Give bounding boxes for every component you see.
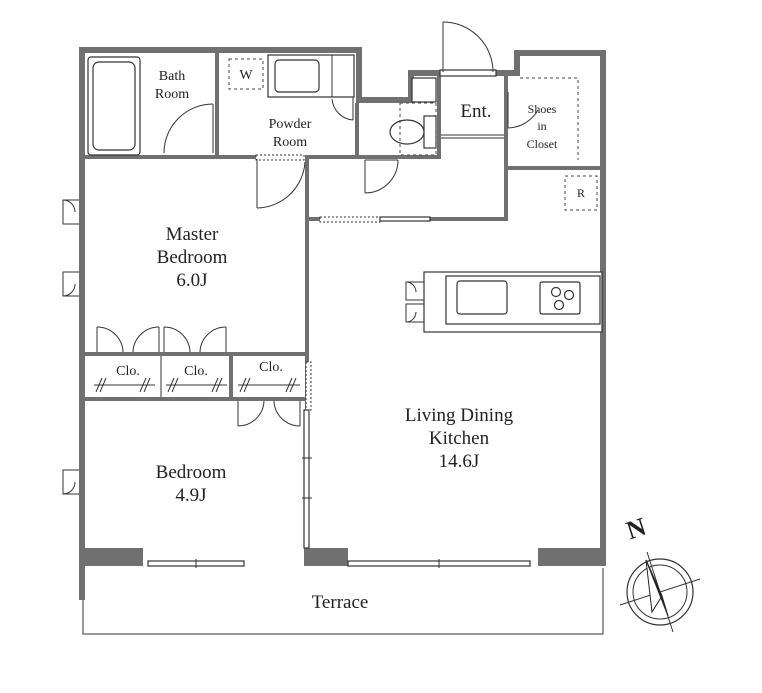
entrance-step <box>441 134 504 139</box>
powder-room-label-2: Room <box>273 135 307 150</box>
powder-door <box>331 97 354 121</box>
closet-label-2: Clo. <box>184 364 208 379</box>
terrace-windows <box>147 559 531 568</box>
bath-door <box>163 103 214 154</box>
terrace <box>82 568 604 635</box>
compass-rose-icon <box>619 551 701 633</box>
shoes-label: Shoes <box>528 102 557 116</box>
bedroom-sliding-doors <box>302 361 312 549</box>
closet-label-3: Clo. <box>259 360 283 375</box>
shoes-label-2: in <box>537 119 546 133</box>
bath-room-label-2: Room <box>155 87 189 102</box>
master-bedroom-size: 6.0J <box>176 270 207 291</box>
ldk-label-2: Kitchen <box>429 428 490 449</box>
terrace-label: Terrace <box>312 592 369 613</box>
washer-label: W <box>239 68 253 83</box>
closet-label-1: Clo. <box>116 364 140 379</box>
master-bedroom-door <box>256 159 306 209</box>
toilet <box>389 77 437 156</box>
bedroom-closet-doors <box>237 400 301 427</box>
shoes-label-3: Closet <box>527 137 558 151</box>
powder-sliding-door <box>255 154 305 161</box>
kitchen-counter <box>405 271 603 333</box>
master-bedroom-label: Master <box>166 224 219 245</box>
closets <box>94 356 300 397</box>
ldk-size: 14.6J <box>439 451 480 472</box>
entrance-label: Ent. <box>460 101 491 122</box>
ldk-sliding-door <box>319 216 431 223</box>
fridge-label: R <box>577 186 585 200</box>
exterior-walls <box>79 47 606 600</box>
bedroom-label: Bedroom <box>156 462 227 483</box>
shoes-closet <box>507 77 579 160</box>
entrance-door <box>439 21 497 77</box>
left-windows <box>62 199 79 495</box>
master-bedroom-label-2: Bedroom <box>157 247 228 268</box>
toilet-door <box>364 159 399 194</box>
bathtub <box>87 56 141 156</box>
bedroom-size: 4.9J <box>175 485 206 506</box>
vanity-sink <box>267 54 355 98</box>
bath-room-label: Bath <box>159 69 185 84</box>
washer-space <box>228 58 264 90</box>
closet-doors-upper <box>96 326 227 353</box>
fridge-space <box>564 175 598 211</box>
north-label: N <box>623 512 650 545</box>
ldk-label: Living Dining <box>405 405 514 426</box>
powder-room-label: Powder <box>269 117 312 132</box>
